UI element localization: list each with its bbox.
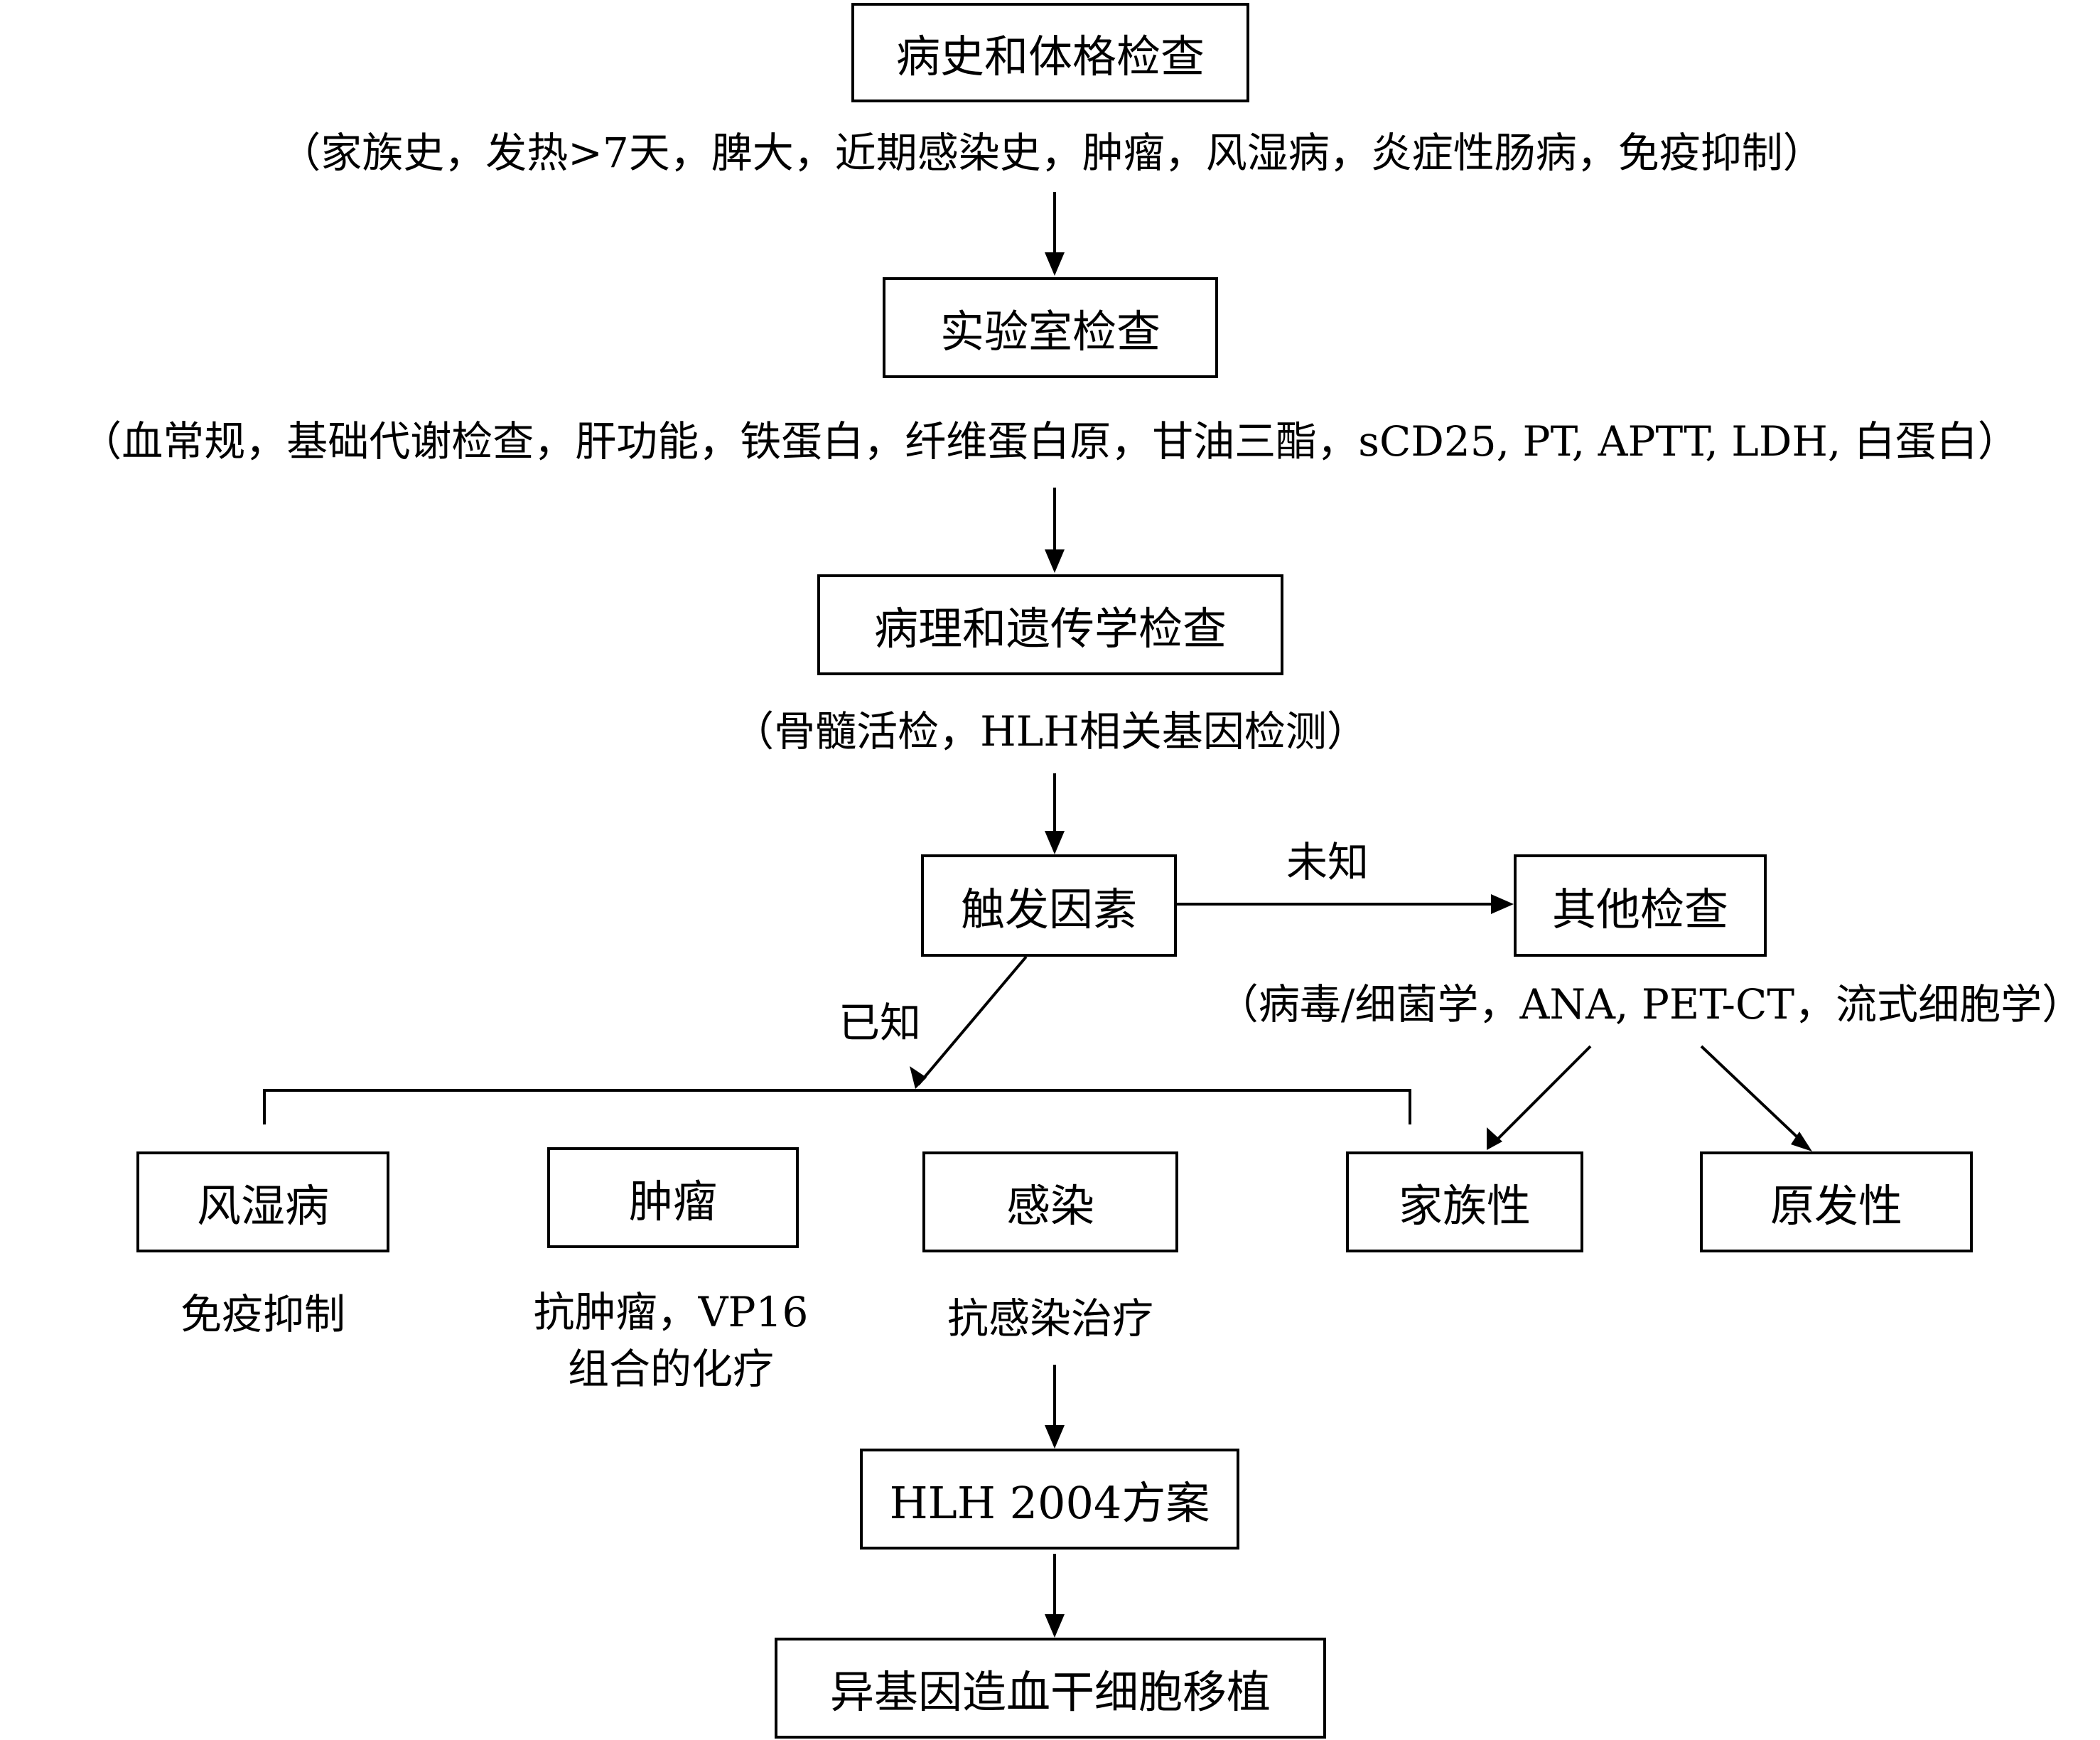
node-lab-tests: 实验室检查 bbox=[883, 277, 1218, 378]
edge-label-known: 已知 bbox=[838, 999, 922, 1047]
rheumatic-treatment: 免疫抑制 bbox=[180, 1290, 346, 1338]
node-hlh2004: HLH 2004方案 bbox=[860, 1449, 1239, 1550]
arrowhead-pathology-to-triggers bbox=[1045, 831, 1065, 854]
known-causes-bracket bbox=[263, 1089, 1411, 1124]
node-rheumatic: 风湿病 bbox=[136, 1151, 389, 1252]
tumor-treatment-line-2: 组合的化疗 bbox=[567, 1345, 774, 1393]
node-hsct: 异基因造血干细胞移植 bbox=[775, 1638, 1326, 1739]
node-tumor: 肿瘤 bbox=[547, 1147, 799, 1248]
node-pathology-genetics: 病理和遗传学检查 bbox=[817, 574, 1283, 675]
node-primary: 原发性 bbox=[1700, 1151, 1973, 1252]
arrowhead-triggers-to-bracket bbox=[910, 1066, 927, 1089]
arrowhead-lab-to-pathology bbox=[1045, 549, 1065, 573]
node-triggers: 触发因素 bbox=[921, 854, 1177, 957]
node-familial: 家族性 bbox=[1346, 1151, 1583, 1252]
infection-treatment: 抗感染治疗 bbox=[947, 1294, 1154, 1343]
node-history-exam: 病史和体格检查 bbox=[851, 3, 1249, 102]
tumor-treatment-line-1: 抗肿瘤，VP16 bbox=[533, 1288, 809, 1336]
pathology-detail-note: （骨髓活检，HLH相关基因检测） bbox=[733, 707, 1368, 756]
arrow-other-to-familial bbox=[1491, 1045, 1592, 1146]
history-detail-note: （家族史，发热>7天，脾大，近期感染史，肿瘤，风湿病，炎症性肠病，免疫抑制） bbox=[279, 129, 1824, 177]
arrowhead-infection-to-hlh2004 bbox=[1045, 1425, 1065, 1449]
arrowhead-triggers-to-other bbox=[1491, 894, 1514, 914]
node-infection: 感染 bbox=[922, 1151, 1178, 1252]
tumor-treatment: 抗肿瘤，VP16 组合的化疗 bbox=[534, 1284, 809, 1397]
arrowhead-other-to-familial bbox=[1487, 1127, 1502, 1150]
arrowhead-hlh2004-to-hsct bbox=[1045, 1614, 1065, 1638]
other-tests-detail-note: （病毒/细菌学，ANA, PET-CT，流式细胞学） bbox=[1217, 980, 2084, 1029]
lab-detail-note: （血常规，基础代谢检查，肝功能，铁蛋白，纤维蛋白原，甘油三酯，sCD25, PT… bbox=[80, 417, 2019, 466]
arrow-triggers-to-bracket bbox=[917, 955, 1028, 1086]
arrowhead-history-to-lab bbox=[1045, 252, 1065, 276]
arrowhead-other-to-primary bbox=[1791, 1132, 1812, 1151]
node-other-tests: 其他检查 bbox=[1514, 854, 1767, 957]
arrow-other-to-primary bbox=[1700, 1045, 1809, 1149]
edge-label-unknown: 未知 bbox=[1286, 838, 1369, 886]
